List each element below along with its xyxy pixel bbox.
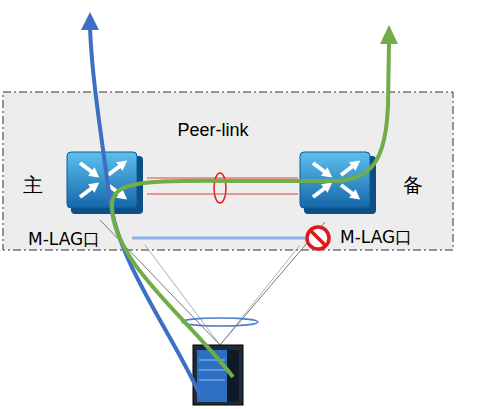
switch-node: 备 (298, 150, 380, 218)
server-icon (193, 345, 243, 405)
lag-bundle-ellipse (182, 318, 258, 326)
peer-link-wire (147, 178, 298, 179)
connector-layer (147, 194, 298, 195)
traffic-path-blue (81, 12, 200, 395)
link-label: Peer-link (178, 120, 249, 141)
member-link (220, 222, 325, 345)
port-label: M-LAG口 (340, 226, 412, 249)
switch-icon (65, 150, 147, 218)
role-label: 主 (23, 172, 43, 199)
switch-icon (298, 150, 380, 218)
traffic-path-green (112, 25, 398, 377)
member-link (220, 245, 300, 345)
peer-link-bundle (214, 173, 226, 203)
m-lag-link (132, 237, 305, 240)
port-label: M-LAG口 (28, 228, 100, 251)
member-link (145, 245, 220, 345)
peer-link-connector (147, 194, 298, 195)
m-lag-group-frame (3, 92, 453, 250)
blocked-port-symbol (307, 227, 329, 249)
role-label: 备 (403, 172, 423, 199)
switch-node: 主 (65, 150, 147, 218)
